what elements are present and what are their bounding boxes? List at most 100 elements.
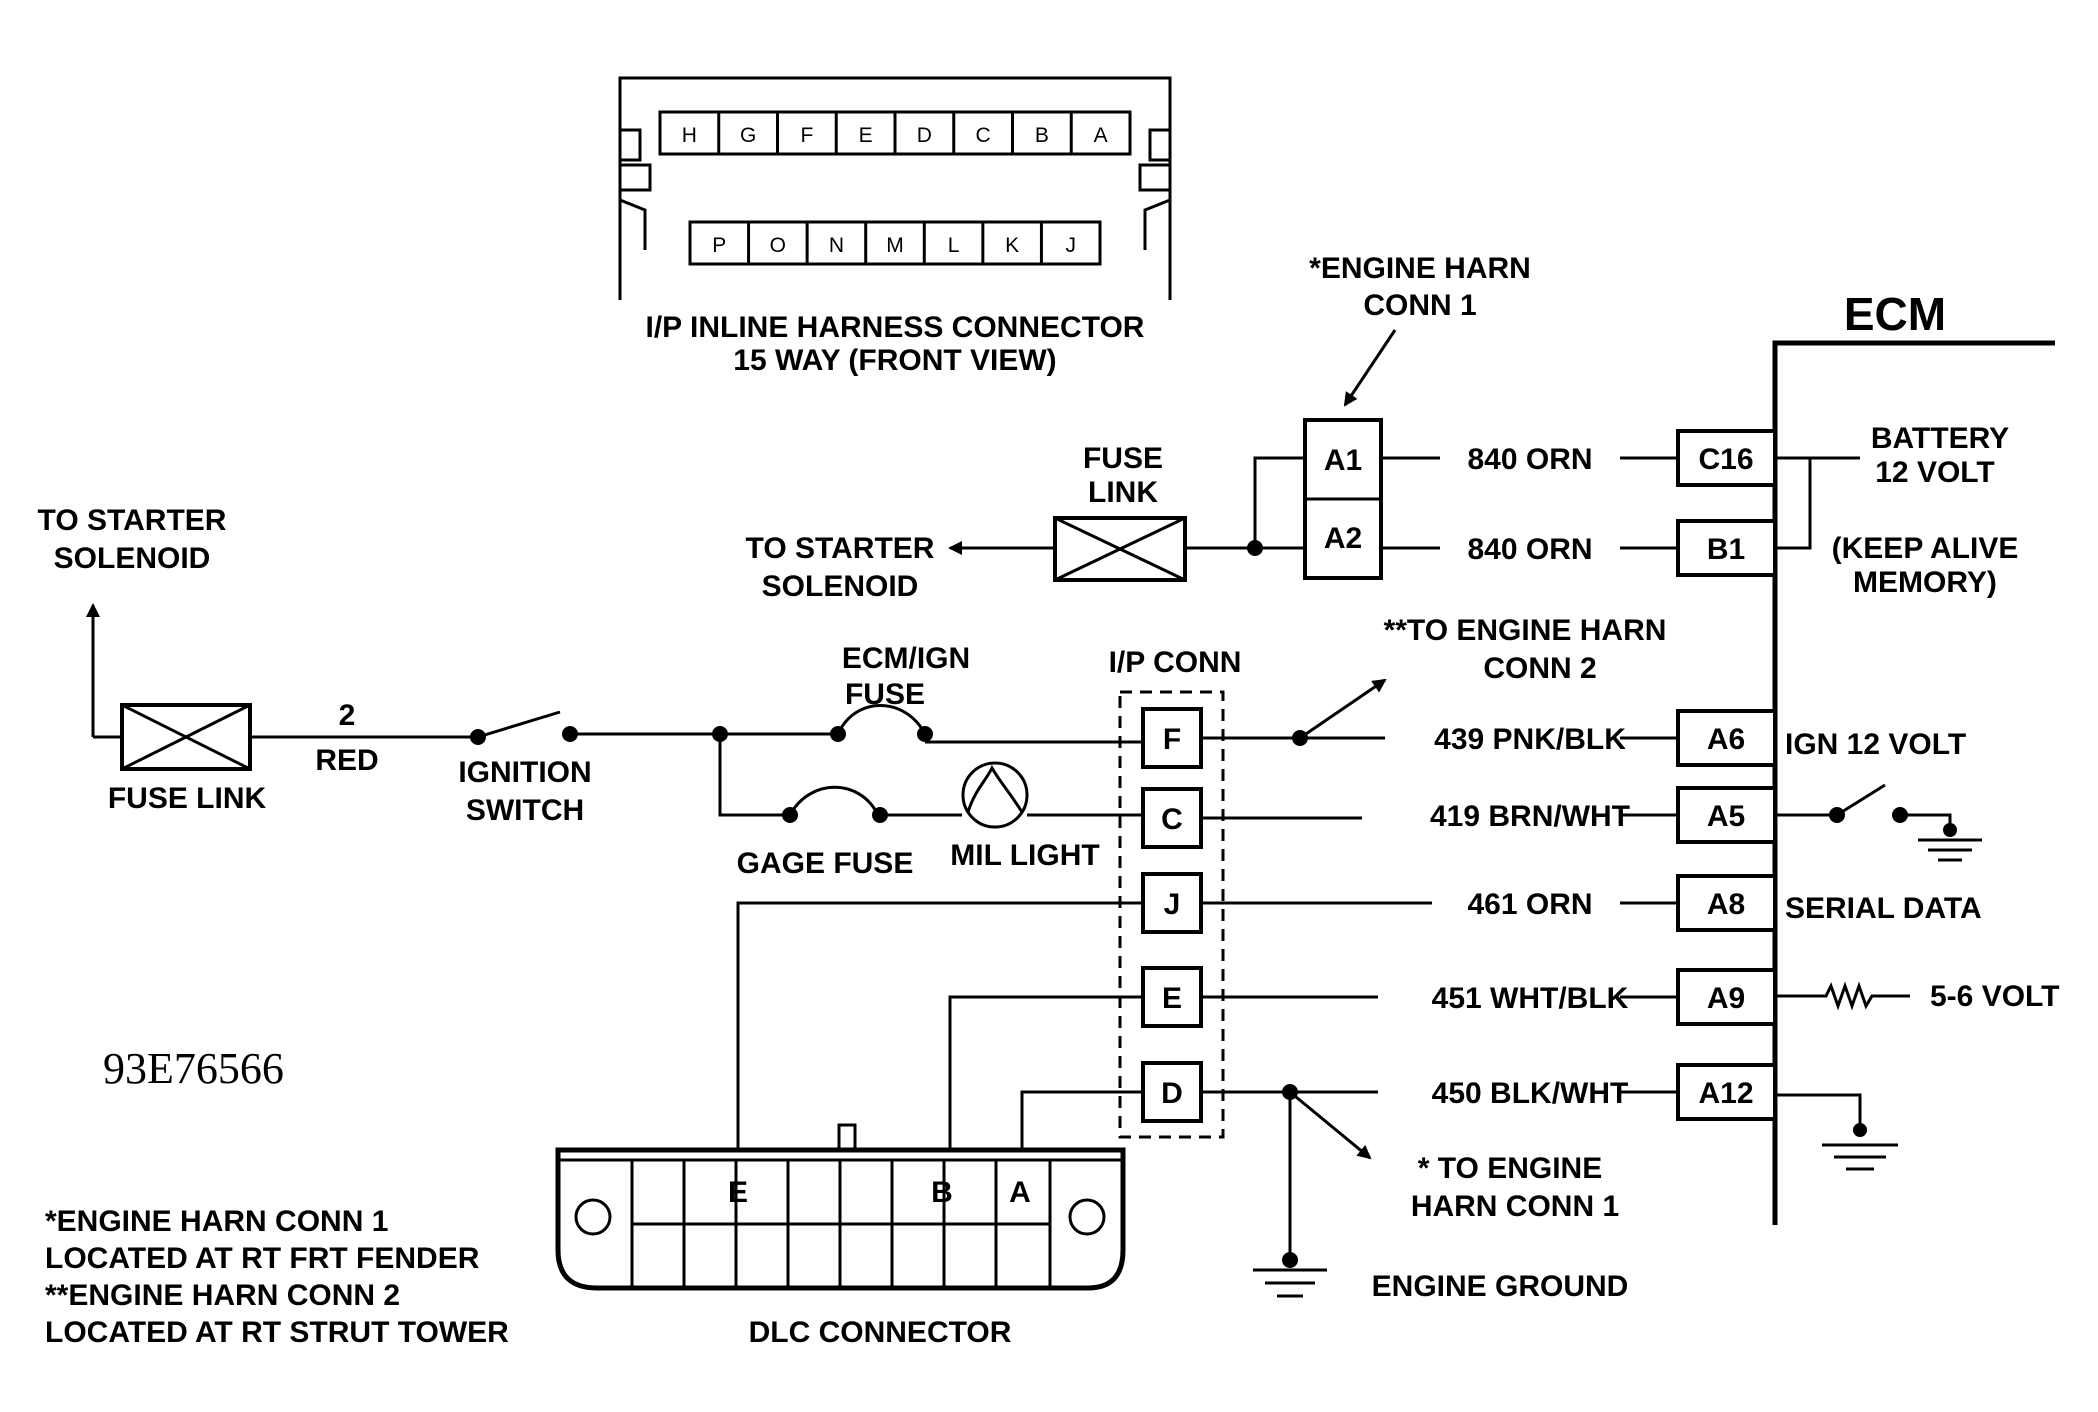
wire-label-a9: 451 WHT/BLK (1432, 982, 1629, 1015)
mil-light-bulb (961, 761, 1029, 829)
dlc-pin-a: A (1009, 1176, 1031, 1209)
to-starter-left-line1: TO STARTER (38, 504, 227, 537)
to-starter-mid-line2: SOLENOID (762, 570, 919, 603)
connector-pin-k: K (1005, 234, 1019, 257)
ecm-pin-a8: A8 (1707, 888, 1745, 921)
five-six-volt-label: 5-6 VOLT (1930, 980, 2059, 1013)
battery-bracket (1775, 456, 1812, 550)
ecm-pin-a9: A9 (1707, 982, 1745, 1015)
to-engine-harn-conn2-line2: CONN 2 (1483, 652, 1596, 685)
gage-fuse-symbol (788, 785, 880, 816)
connector-pin-c: C (976, 124, 991, 147)
ignition-switch-blade[interactable] (477, 710, 561, 739)
connector-pin-l: L (948, 234, 960, 257)
wire-label-a12: 450 BLK/WHT (1432, 1077, 1629, 1110)
fuse-link-top (1053, 516, 1187, 582)
keep-alive-line2: MEMORY) (1853, 566, 1997, 599)
connector-pin-p: P (712, 234, 726, 257)
wire-label-b1: 840 ORN (1467, 533, 1592, 566)
ip-conn-pin-f: F (1163, 723, 1181, 756)
connector-pin-j: J (1065, 234, 1076, 257)
wire-d-to-dlc-a (1020, 1090, 1143, 1150)
connector-title-line1: I/P INLINE HARNESS CONNECTOR (646, 311, 1145, 344)
ecm-pin-a12: A12 (1698, 1077, 1753, 1110)
connector-pin-f: F (800, 124, 813, 147)
serial-data-label: SERIAL DATA (1785, 892, 1982, 925)
ip-conn-outline (1118, 690, 1225, 1139)
to-starter-mid-line1: TO STARTER (746, 532, 935, 565)
ecm-pin-box-a6 (1676, 709, 1777, 767)
to-engine-harn-conn2-line1: **TO ENGINE HARN (1384, 614, 1667, 647)
fuse-link-top-label-line1: FUSE (1083, 442, 1163, 475)
connector-pin-g: G (740, 124, 756, 147)
ecm-ign-fuse-label-line2: FUSE (845, 678, 925, 711)
dlc-pin-b: B (931, 1176, 953, 1209)
fuse-link-left (120, 703, 252, 771)
to-engine-harn-conn1-line2: HARN CONN 1 (1411, 1190, 1619, 1223)
wire-red-label: RED (315, 744, 378, 777)
connector-pin-e: E (859, 124, 873, 147)
ecm-ign-label: IGN 12 VOLT (1785, 728, 1966, 761)
engine-harn-conn1-label-line1: *ENGINE HARN (1309, 252, 1531, 285)
connector-pin-h: H (682, 124, 697, 147)
wire-label-a5: 419 BRN/WHT (1430, 800, 1630, 833)
connector-pin-a: A (1094, 124, 1108, 147)
a5-switch-blade (1836, 783, 1886, 817)
a12-ground-symbol (1822, 1143, 1898, 1171)
note-line-1: *ENGINE HARN CONN 1 (45, 1205, 388, 1238)
note-line-4: LOCATED AT RT STRUT TOWER (45, 1316, 509, 1349)
wire-e-to-dlc-b (948, 995, 1143, 1150)
battery-label-line1: BATTERY (1871, 422, 2009, 455)
engine-harn-conn1-pin-a1: A1 (1324, 444, 1362, 477)
a9-resistor (1775, 981, 1910, 1011)
ip-conn-pin-c: C (1161, 803, 1183, 836)
engine-ground-label: ENGINE GROUND (1372, 1270, 1629, 1303)
ecm-pin-a5: A5 (1707, 800, 1745, 833)
ecm-ign-fuse-symbol (836, 704, 927, 735)
ecm-ign-fuse-label-line1: ECM/IGN (842, 642, 970, 675)
note-line-3: **ENGINE HARN CONN 2 (45, 1279, 400, 1312)
wire-label-a8: 461 ORN (1467, 888, 1592, 921)
battery-label-line2: 12 VOLT (1875, 456, 1994, 489)
to-engine-harn-conn1-arrow (1289, 1090, 1372, 1160)
to-engine-harn-conn2-arrow (1299, 678, 1387, 740)
engine-harn-conn1-pin-a2: A2 (1324, 522, 1362, 555)
fuse-link-left-label: FUSE LINK (108, 782, 267, 815)
dlc-pin-e: E (728, 1176, 748, 1209)
engine-harn-conn1-pointer-arrow (1343, 329, 1397, 407)
ecm-pin-c16: C16 (1698, 443, 1753, 476)
inline-harness-connector-15way (618, 76, 1172, 300)
connector-title-line2: 15 WAY (FRONT VIEW) (733, 344, 1056, 377)
connector-pin-b: B (1035, 124, 1049, 147)
note-line-2: LOCATED AT RT FRT FENDER (45, 1242, 480, 1275)
mil-light-label: MIL LIGHT (950, 839, 1099, 872)
keep-alive-line1: (KEEP ALIVE (1832, 532, 2019, 565)
ecm-pin-b1: B1 (1707, 533, 1745, 566)
wire-2-label: 2 (339, 699, 356, 732)
ignition-switch-label-line1: IGNITION (458, 756, 591, 789)
engine-harn-conn1-label-line2: CONN 1 (1363, 289, 1476, 322)
connector-pin-n: N (829, 234, 844, 257)
ip-conn-pin-j: J (1164, 888, 1181, 921)
engine-ground-symbol (1253, 1268, 1327, 1298)
ip-conn-pin-d: D (1161, 1077, 1183, 1110)
ecm-pin-a6: A6 (1707, 723, 1745, 756)
connector-pin-m: M (886, 234, 904, 257)
ip-conn-pin-box-f (1141, 707, 1203, 769)
ip-conn-title: I/P CONN (1109, 646, 1242, 679)
wire-j-to-dlc-e (736, 901, 1143, 1150)
gage-fuse-label: GAGE FUSE (737, 847, 914, 880)
dlc-connector-label: DLC CONNECTOR (749, 1316, 1012, 1349)
dlc-connector (555, 1123, 1126, 1291)
connector-pin-d: D (917, 124, 932, 147)
connector-pin-o: O (770, 234, 786, 257)
ecm-pin-box-a12 (1676, 1063, 1777, 1121)
a1-a2-splice-wire (1253, 456, 1305, 550)
wire-label-a6: 439 PNK/BLK (1434, 723, 1626, 756)
